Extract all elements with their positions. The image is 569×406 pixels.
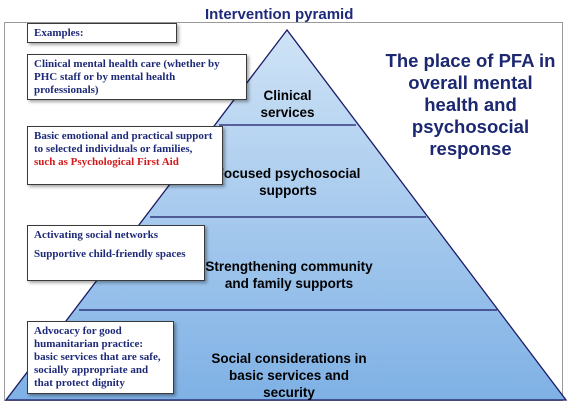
clinical-example-box: Clinical mental health care (whether by … — [27, 54, 247, 100]
tier-label-community: Strengthening community and family suppo… — [205, 259, 373, 291]
pyramid-shape — [4, 28, 568, 401]
pfa-highlight-text: such as Psychological First Aid — [34, 156, 179, 168]
examples-label: Examples: — [34, 27, 84, 39]
focused-example-box: Basic emotional and practical support to… — [27, 126, 223, 185]
tier-label-focused: Focused psychosocial supports — [215, 166, 361, 198]
diagram-title: Intervention pyramid — [205, 6, 354, 23]
community-example-text-1: Activating social networks — [34, 229, 159, 241]
basic-example-box: Advocacy for good humanitarian practice:… — [27, 321, 174, 394]
community-example-text-2: Supportive child-friendly spaces — [34, 248, 186, 260]
tier-label-clinical: Clinical services — [260, 88, 315, 120]
community-example-box: Activating social networks Supportive ch… — [27, 225, 205, 281]
basic-example-text: Advocacy for good humanitarian practice:… — [34, 325, 161, 389]
examples-box: Examples: — [27, 23, 177, 43]
focused-example-text: Basic emotional and practical support to… — [34, 130, 216, 169]
pfa-heading: The place of PFA in overall mental healt… — [385, 50, 556, 159]
tier-label-basic: Social considerations in basic services … — [211, 351, 367, 400]
focused-example-main: Basic emotional and practical support to… — [34, 130, 213, 155]
clinical-example-text: Clinical mental health care (whether by … — [34, 58, 220, 96]
